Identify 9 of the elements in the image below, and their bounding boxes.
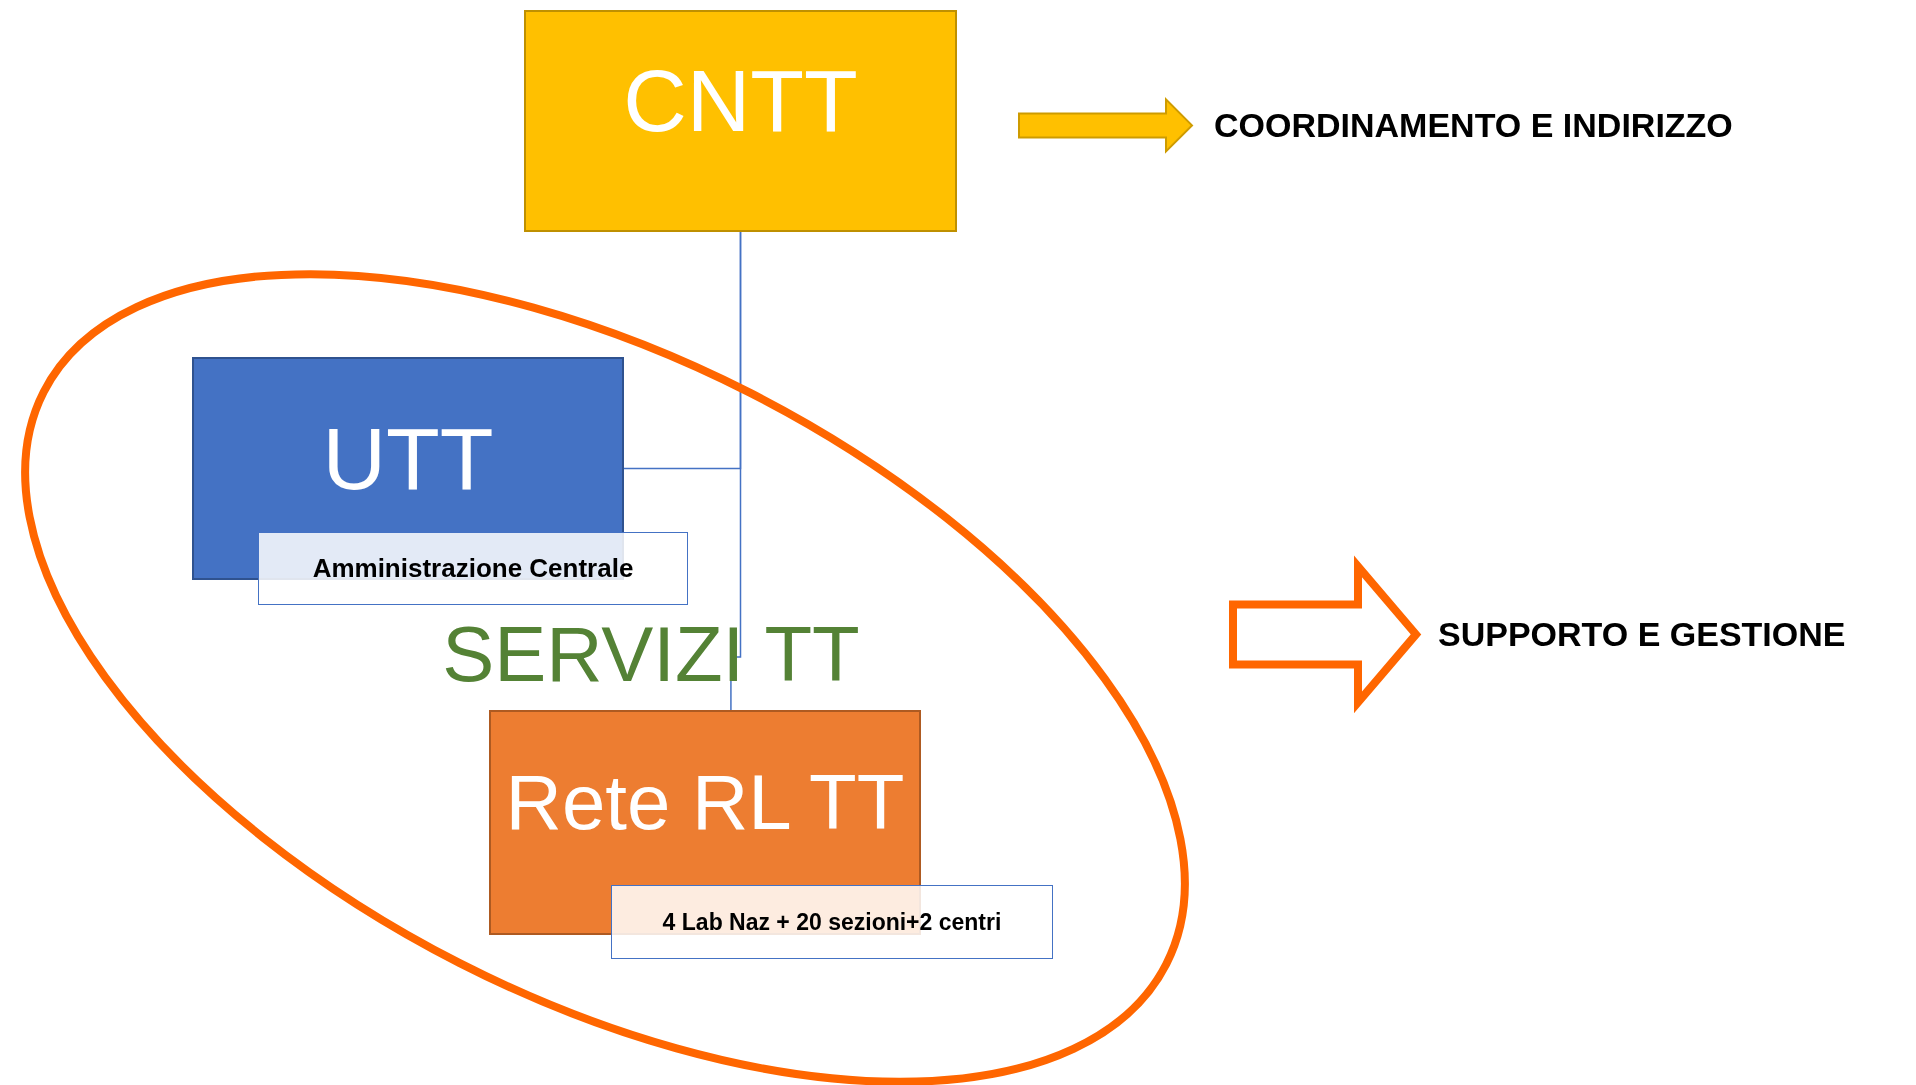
sub-label-box: Amministrazione Centrale: [258, 532, 688, 605]
block-arrow: [1018, 97, 1194, 154]
side-label: SUPPORTO E GESTIONE: [1438, 614, 1846, 655]
org-box: CNTT: [524, 10, 957, 232]
block-arrow: [1229, 555, 1422, 714]
group-title: SERVIZI TT: [442, 615, 860, 693]
side-label: COORDINAMENTO E INDIRIZZO: [1214, 105, 1733, 146]
connector-line: [730, 231, 742, 711]
sub-label-box: 4 Lab Naz + 20 sezioni+2 centri: [611, 885, 1053, 959]
